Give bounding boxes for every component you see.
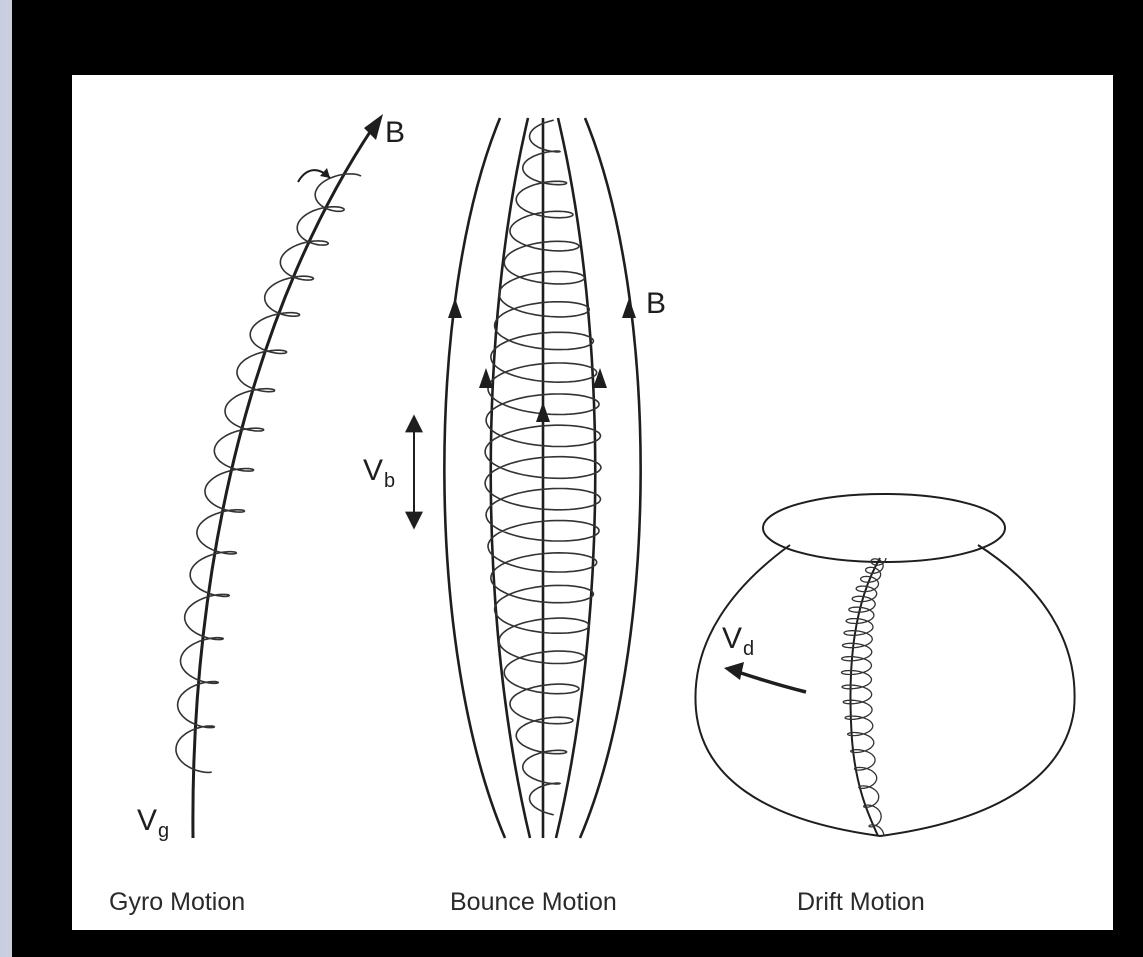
- drift-field-line: [850, 558, 880, 836]
- label-vd: Vd: [722, 622, 754, 660]
- gyro-helix: [176, 174, 361, 773]
- bounce-field-line-inner-left: [491, 118, 530, 838]
- gyro-motion-panel: B Vg Gyro Motion: [109, 114, 405, 916]
- label-b-gyro: B: [385, 116, 405, 149]
- label-vg: Vg: [137, 804, 169, 842]
- bounce-motion-panel: B Vb Bounce Motion: [363, 118, 666, 916]
- bounce-arrow-center: [536, 402, 550, 422]
- drift-arrow: [738, 672, 806, 692]
- drift-shell-outline: [695, 545, 1074, 836]
- bounce-arrow-inner-left: [479, 368, 493, 388]
- caption-drift-motion: Drift Motion: [797, 888, 925, 916]
- bounce-arrow-outer-right: [622, 298, 636, 318]
- bounce-field-line-outer-right: [580, 118, 641, 838]
- bounce-arrow-inner-right: [593, 368, 607, 388]
- caption-gyro-motion: Gyro Motion: [109, 888, 245, 916]
- bounce-arrow-outer-left: [448, 298, 462, 318]
- label-b-bounce: B: [646, 287, 666, 320]
- label-vb: Vb: [363, 454, 395, 492]
- drift-motion-panel: Vd Drift Motion: [695, 494, 1074, 916]
- drift-helix: [842, 558, 887, 836]
- drift-shell-top: [763, 494, 1005, 562]
- bounce-field-line-outer-left: [444, 118, 505, 838]
- gyro-field-line: [193, 120, 378, 838]
- caption-bounce-motion: Bounce Motion: [450, 888, 617, 916]
